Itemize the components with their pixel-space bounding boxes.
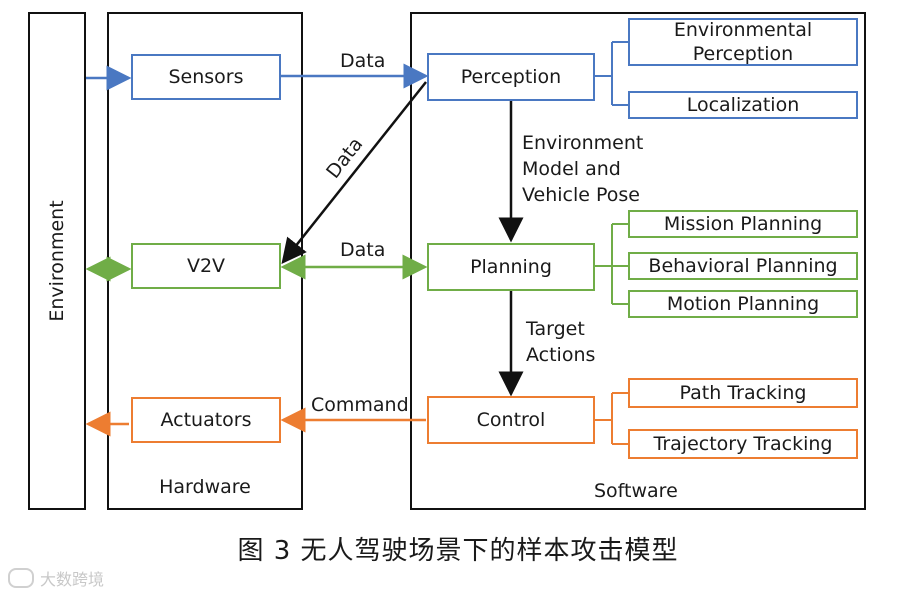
hardware-label: Hardware [159, 476, 251, 498]
watermark-logo-icon [8, 568, 34, 588]
localization-box: Localization [628, 91, 858, 119]
control-bracket [595, 392, 628, 445]
planning-bracket [595, 223, 628, 305]
figure-caption: 图 3 无人驾驶场景下的样本攻击模型 [237, 536, 679, 566]
perception-bracket [595, 41, 628, 106]
environmental-perception-box: Environmental Perception [628, 18, 858, 66]
environment-panel: Environment [28, 12, 86, 510]
data-label-v2v: Data [340, 239, 386, 261]
path-tracking-box: Path Tracking [628, 378, 858, 408]
motion-planning-box: Motion Planning [628, 290, 858, 318]
actuators-box: Actuators [131, 397, 281, 443]
perception-to-v2v-arrow [281, 81, 427, 264]
data-label-sensors: Data [340, 50, 386, 72]
trajectory-tracking-box: Trajectory Tracking [628, 429, 858, 459]
target-actions-label: Target Actions [526, 318, 596, 366]
watermark: 大数跨境 [8, 566, 104, 590]
perception-box: Perception [427, 53, 595, 101]
software-label: Software [594, 480, 678, 502]
control-box: Control [427, 396, 595, 444]
watermark-text: 大数跨境 [40, 570, 105, 589]
planning-box: Planning [427, 243, 595, 291]
command-label: Command [311, 394, 409, 416]
v2v-box: V2V [131, 243, 281, 289]
env-model-label: Environment Model and Vehicle Pose [522, 132, 644, 206]
behavioral-planning-box: Behavioral Planning [628, 252, 858, 280]
sensors-box: Sensors [131, 54, 281, 100]
mission-planning-box: Mission Planning [628, 210, 858, 238]
